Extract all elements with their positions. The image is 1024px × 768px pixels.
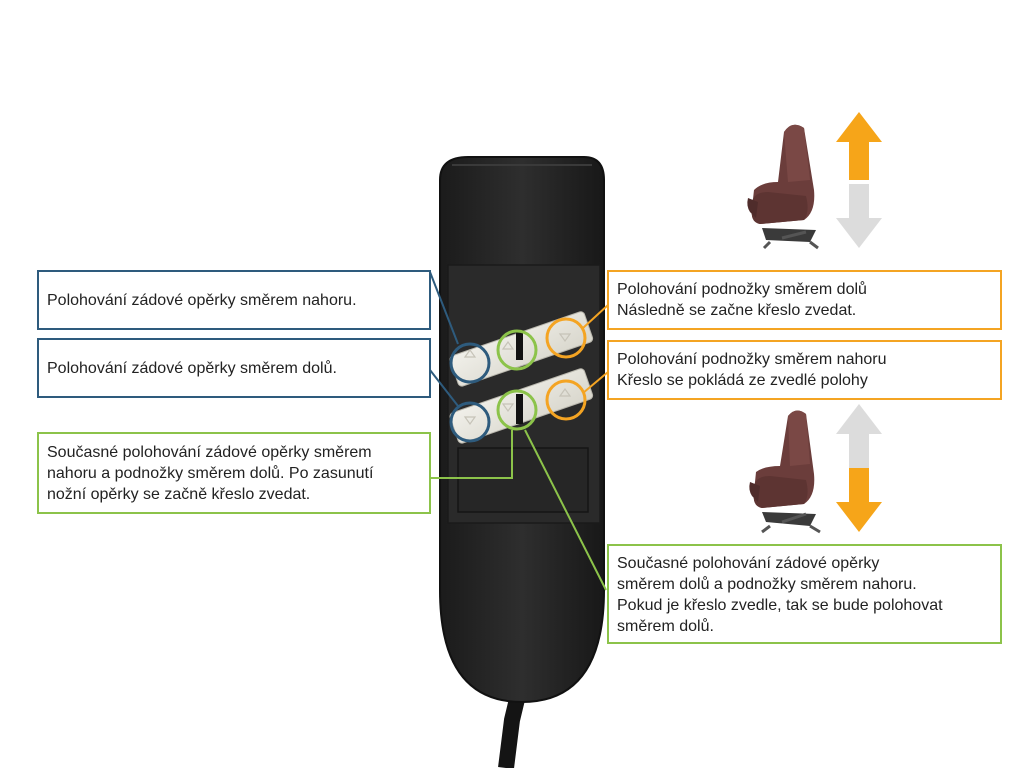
leader-line-combined-down [524,429,607,591]
callout-combined-up-line3: nožní opěrky se začně křeslo zvedat. [47,486,311,503]
callout-footrest-up-line1: Polohování podnožky směrem nahoru [617,351,887,368]
callout-combined-down-line2: směrem dolů a podnožky směrem nahoru. [617,576,917,593]
callout-combined-up-line2: nahoru a podnožky směrem dolů. Po zasunu… [47,465,374,482]
lift-up-arrow-icon [836,112,882,180]
backrest-up-arrow-icon [463,348,477,358]
backrest-up-button[interactable] [449,342,491,384]
callout-footrest-up: Polohování podnožky směrem nahoru Křeslo… [607,340,1002,400]
footrest-up-button[interactable] [545,379,587,421]
center-slot-bottom [516,394,523,424]
lift-chair-lowered-illustration [749,410,821,534]
footrest-down-arrow-icon [558,333,572,343]
lower-up-arrow-faded-icon [836,404,882,468]
footrest-up-arrow-icon [558,387,572,397]
leader-line-footrest-up [582,371,609,394]
callout-combined-down-line1: Současné polohování zádové opěrky [617,555,880,572]
combined-up-arrow-icon [501,340,515,350]
callout-combined-down-line3: Pokud je křeslo zvedle, tak se bude polo… [617,597,943,614]
callout-backrest-down: Polohování zádové opěrky směrem dolů. [37,338,431,398]
callout-combined-down-line4: směrem dolů. [617,618,714,635]
callout-backrest-up-text: Polohování zádové opěrky směrem nahoru. [47,291,357,309]
callout-combined-up-line1: Současné polohování zádové opěrky směrem [47,444,372,461]
leader-line-combined-up [430,430,513,479]
backrest-down-arrow-icon [463,416,477,426]
combined-down-button[interactable] [496,389,538,431]
backrest-down-button[interactable] [449,401,491,443]
remote-lower-panel [457,447,589,513]
callout-combined-down: Současné polohování zádové opěrky směrem… [607,544,1002,644]
callout-footrest-up-line2: Křeslo se pokládá ze zvedlé polohy [617,372,868,389]
lower-down-arrow-icon [836,468,882,532]
callout-backrest-up: Polohování zádové opěrky směrem nahoru. [37,270,431,330]
callout-combined-up: Současné polohování zádové opěrky směrem… [37,432,431,514]
callout-footrest-down-line2: Následně se začne křeslo zvedat. [617,302,857,319]
remote-cable [498,693,526,768]
leader-line-footrest-down [582,304,609,329]
combined-up-button[interactable] [496,329,538,371]
leader-line-backrest-down [429,369,459,407]
leader-line-backrest-up [429,271,459,345]
combined-down-arrow-icon [501,403,515,413]
footrest-down-button[interactable] [545,317,587,359]
lift-chair-raised-illustration [747,124,819,250]
callout-footrest-down-line1: Polohování podnožky směrem dolů [617,281,867,298]
callout-backrest-down-text: Polohování zádové opěrky směrem dolů. [47,359,337,377]
center-slot-top [516,330,523,360]
callout-footrest-down: Polohování podnožky směrem dolů Následně… [607,270,1002,330]
lift-down-arrow-faded-icon [836,184,882,248]
